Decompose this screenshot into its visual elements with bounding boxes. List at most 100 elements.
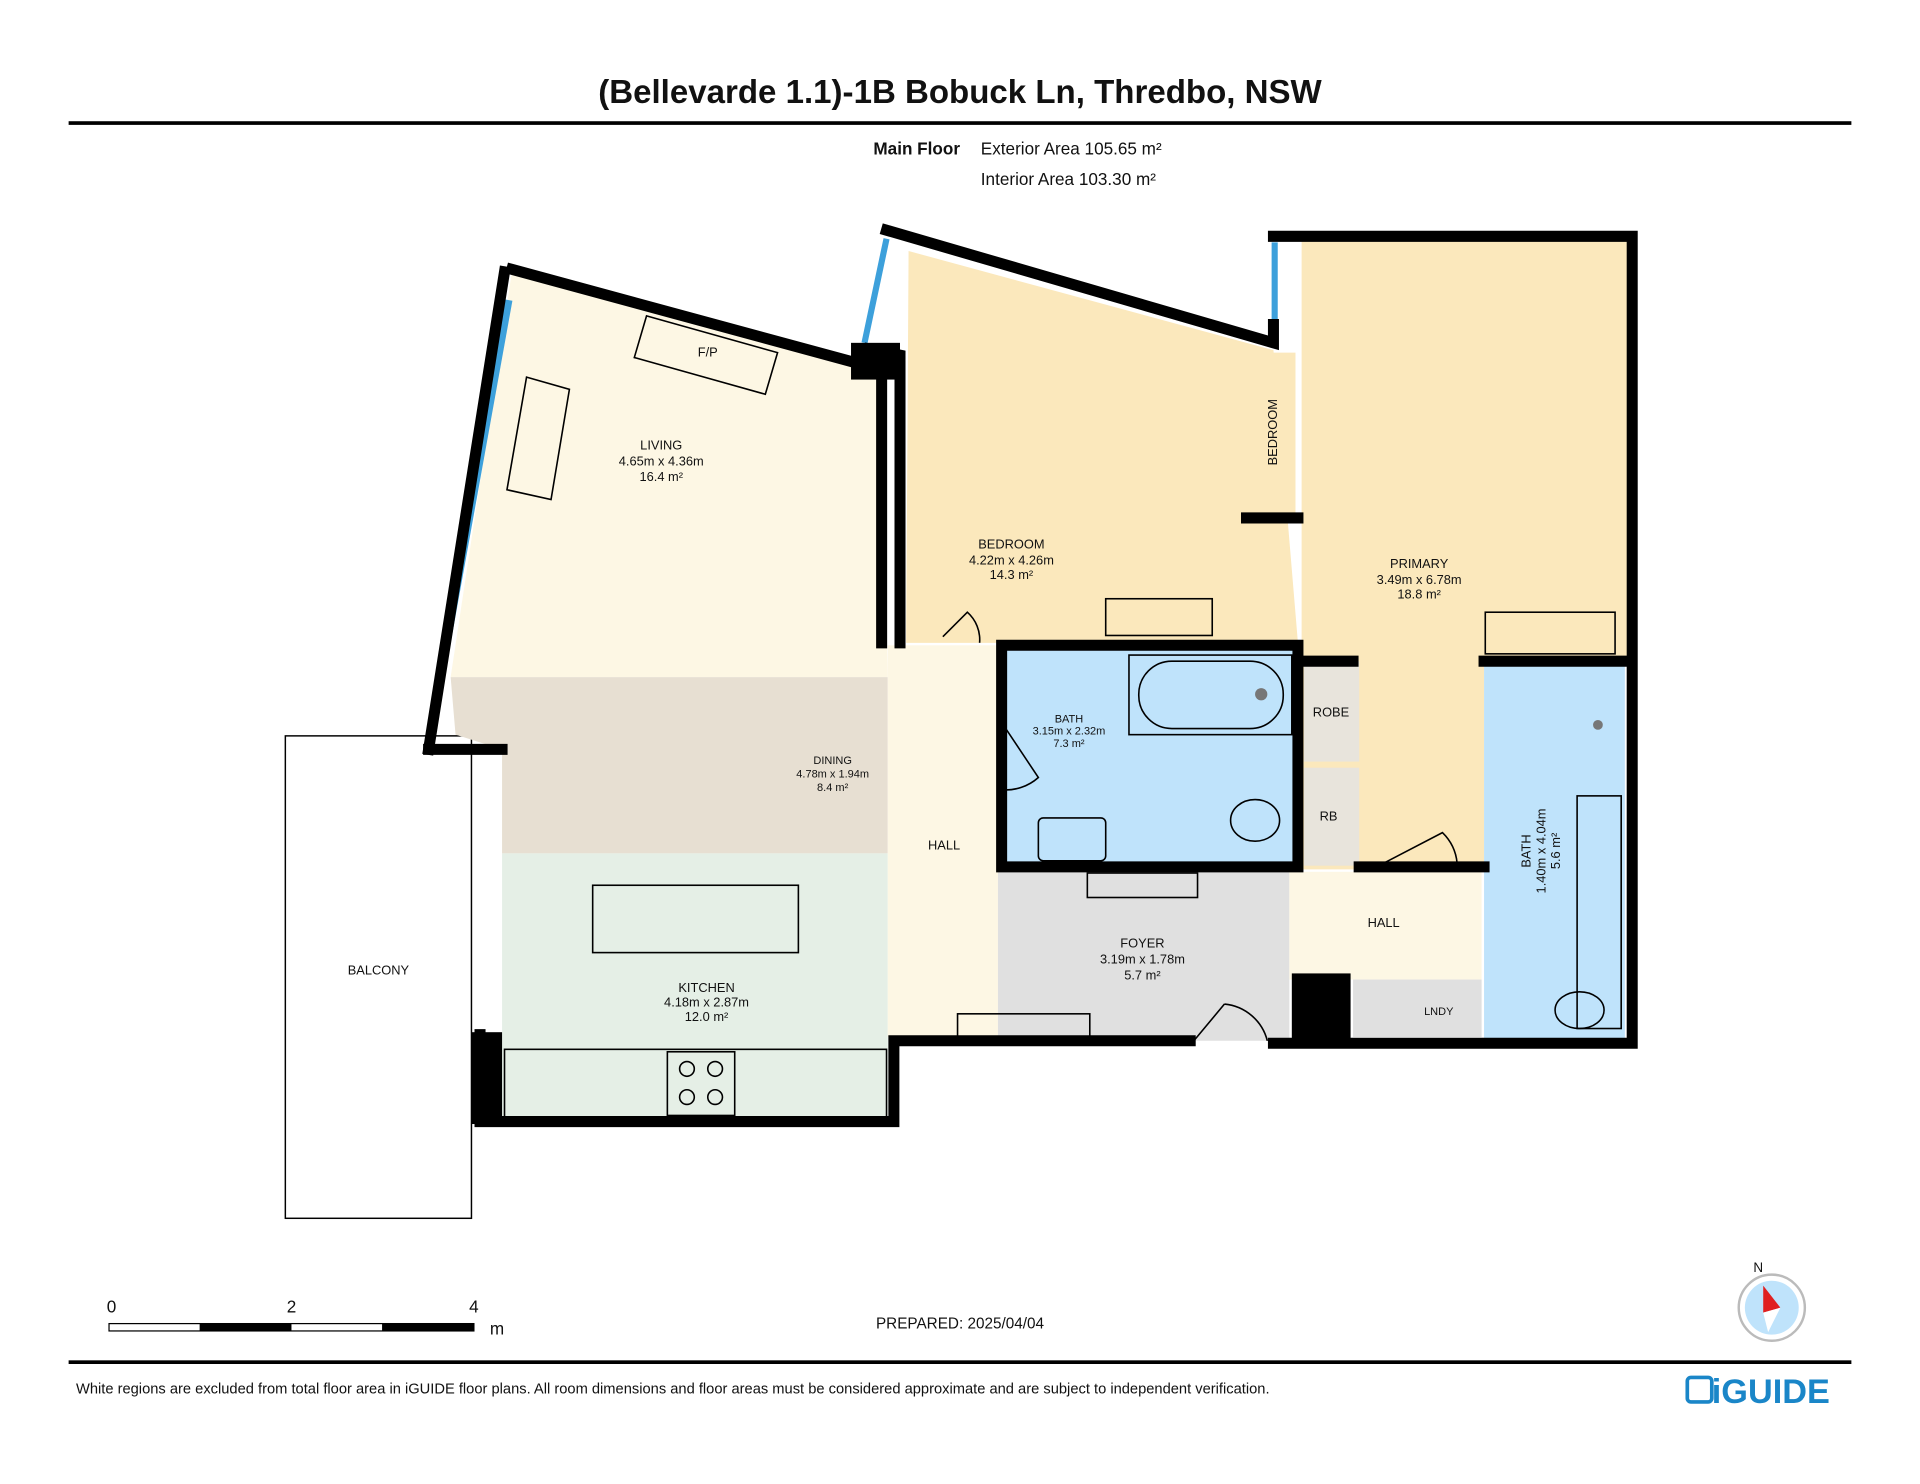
svg-text:N: N [1753,1260,1763,1275]
robe-room [1304,661,1360,762]
shower-icon [1593,719,1603,730]
tap-icon [1255,688,1268,701]
foyer-room [997,871,1290,1041]
svg-text:KITCHEN: KITCHEN [678,980,734,995]
svg-text:7.3 m²: 7.3 m² [1053,738,1085,750]
svg-text:LIVING: LIVING [640,437,682,452]
bedroom-room [906,251,1298,643]
svg-text:5.6 m²: 5.6 m² [1548,832,1563,869]
label-bath2: BATH 1.40m x 4.04m 5.6 m² [1519,808,1563,893]
burner-icon [706,1060,724,1078]
label-bedroom-robe: BEDROOM [1265,399,1280,465]
wall [879,223,1279,351]
entry-door[interactable] [1193,1003,1269,1042]
svg-text:3.19m x 1.78m: 3.19m x 1.78m [1100,952,1185,967]
wall-block [851,342,901,380]
label-balcony: BALCONY [348,963,410,978]
svg-text:3.15m x 2.32m: 3.15m x 2.32m [1033,726,1106,738]
window-bedroom [861,238,890,344]
label-primary: PRIMARY 3.49m x 6.78m 18.8 m² [1377,556,1462,602]
svg-text:5.7 m²: 5.7 m² [1124,968,1161,983]
cooktop-icon [666,1050,736,1117]
svg-text:4.22m x 4.26m: 4.22m x 4.26m [969,552,1054,567]
bath1-room [1001,645,1296,866]
rb-room [1304,767,1360,866]
header-rule [68,121,1852,125]
svg-text:14.3 m²: 14.3 m² [990,567,1034,582]
svg-text:2: 2 [287,1297,297,1317]
foyer-cabinet [1086,872,1199,899]
label-bedroom: BEDROOM 4.22m x 4.26m 14.3 m² [969,537,1054,583]
prepared-date: PREPARED: 2025/04/04 [876,1315,1045,1332]
fp-label: F/P [698,344,718,359]
kitchen-counter [503,1048,888,1119]
toilet-icon [1554,990,1605,1030]
hall2-room [1289,871,1482,980]
svg-text:4.18m x 2.87m: 4.18m x 2.87m [664,994,749,1009]
svg-text:4: 4 [469,1297,479,1317]
kitchen-room [502,853,888,1118]
interior-area: Interior Area 103.30 m² [981,169,1156,189]
vanity-icon [1576,795,1622,1030]
label-bath1: BATH 3.15m x 2.32m 7.3 m² [1033,713,1106,749]
balcony-area [284,735,473,1220]
scale-bar: 0 2 4 m [107,1297,504,1339]
island-bench [591,884,800,954]
svg-text:3.49m x 6.78m: 3.49m x 6.78m [1377,572,1462,587]
svg-text:12.0 m²: 12.0 m² [685,1009,729,1024]
hall1-room [887,645,998,1038]
bath-door[interactable] [1000,721,1040,791]
label-hall2: HALL [1368,915,1400,930]
living-room [450,271,888,678]
svg-text:BATH: BATH [1055,713,1084,725]
laundry-room [1353,979,1482,1038]
burner-icon [706,1088,724,1106]
compass-icon: N [1737,1260,1807,1342]
wall-block [471,1032,503,1125]
label-robe: ROBE [1313,704,1350,719]
primary-room [1301,236,1629,870]
primary-door[interactable] [1383,831,1458,864]
wall-block [1291,973,1351,1041]
bathtub-basin [1137,660,1285,730]
floor-name: Main Floor [873,138,960,158]
page-title: (Bellevarde 1.1)-1B Bobuck Ln, Thredbo, … [598,74,1322,111]
floor-plan: F/P LIVING 4.65m x 4.36m 16.4 m² DI [284,223,1638,1220]
svg-text:1.40m x 4.04m: 1.40m x 4.04m [1533,808,1548,893]
burner-icon [678,1060,696,1078]
wall [996,639,1304,873]
svg-text:18.8 m²: 18.8 m² [1397,587,1441,602]
svg-text:4.78m x 1.94m: 4.78m x 1.94m [796,769,869,781]
svg-text:0: 0 [107,1297,117,1317]
svg-text:m: m [490,1319,504,1339]
label-hall1: HALL [928,838,960,853]
footer-rule [68,1360,1852,1365]
svg-text:BATH: BATH [1519,834,1534,867]
disclaimer: White regions are excluded from total fl… [76,1381,1270,1397]
svg-text:PRIMARY: PRIMARY [1390,556,1449,571]
label-laundry: LNDY [1424,1006,1454,1018]
bed-fixture [1484,611,1616,655]
burner-icon [678,1088,696,1106]
svg-text:iGUIDE: iGUIDE [1712,1373,1830,1411]
bed-fixture [1104,597,1214,637]
svg-text:FOYER: FOYER [1120,936,1164,951]
label-rb: RB [1320,808,1338,823]
svg-text:8.4 m²: 8.4 m² [817,782,849,794]
label-foyer: FOYER 3.19m x 1.78m 5.7 m² [1100,936,1185,983]
sofa-fixture [506,376,571,501]
svg-text:16.4 m²: 16.4 m² [639,469,683,484]
svg-text:4.65m x 4.36m: 4.65m x 4.36m [619,453,704,468]
sink-icon [1037,817,1107,862]
bathtub-icon [1128,654,1293,736]
label-living: LIVING 4.65m x 4.36m 16.4 m² [619,437,704,484]
dining-room [450,677,888,854]
fireplace [633,314,779,396]
wall [1267,230,1638,1049]
foyer-cabinet [956,1013,1091,1040]
bedroom-door[interactable] [942,611,981,643]
iguide-logo: iGUIDE [1685,1373,1830,1411]
svg-text:DINING: DINING [813,755,852,767]
exterior-area: Exterior Area 105.65 m² [981,138,1162,158]
toilet-icon [1229,798,1281,842]
